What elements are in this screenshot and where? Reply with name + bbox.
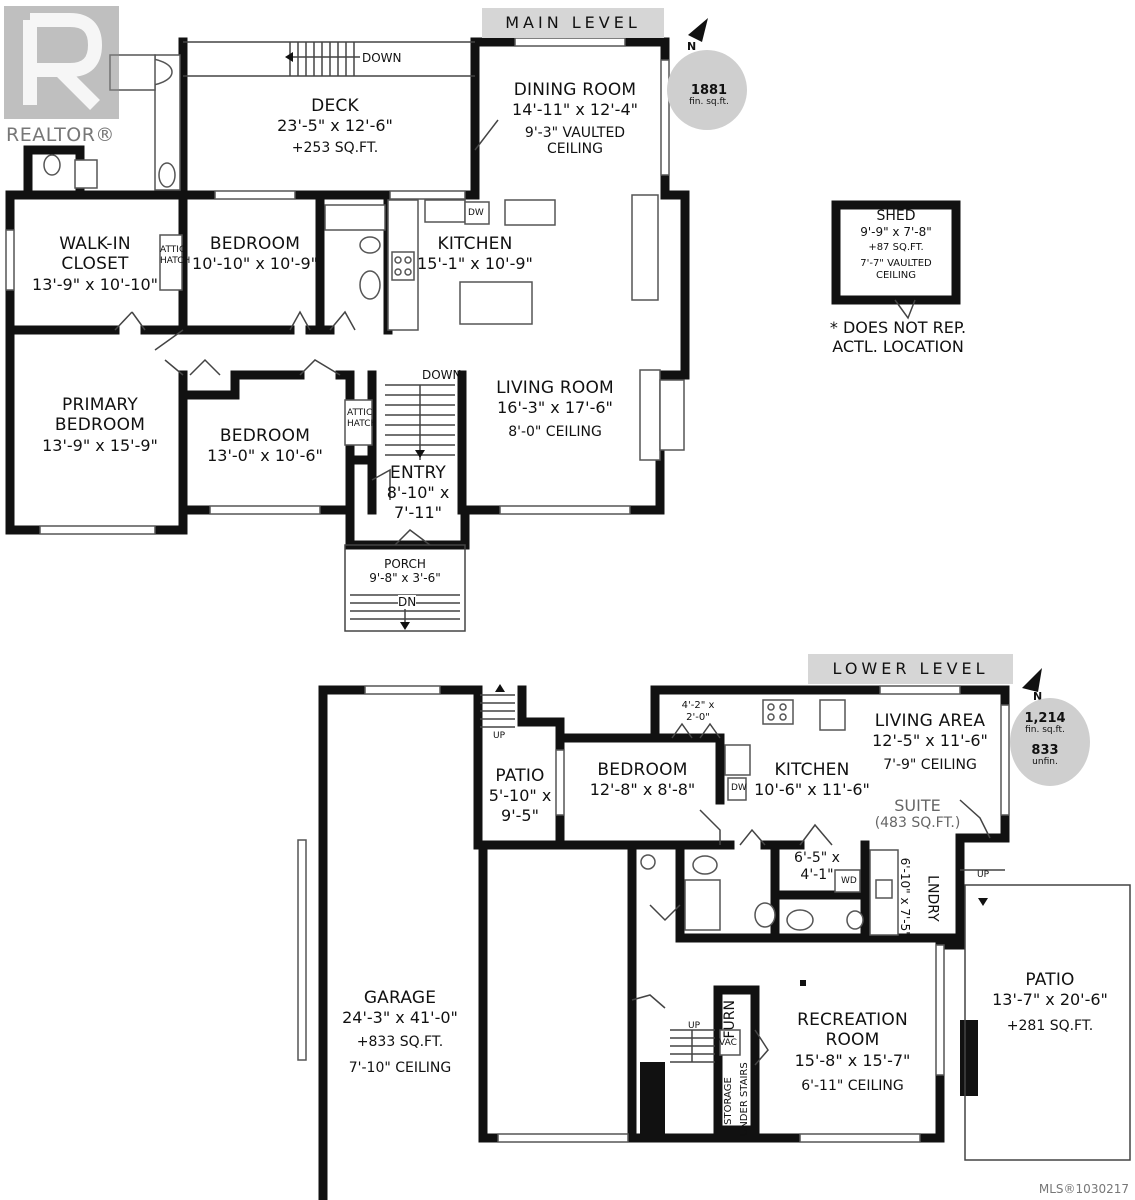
exterior-stair-label: UP	[977, 870, 990, 880]
kitchen-label: KITCHEN 15'-1" x 10'-9"	[417, 234, 533, 274]
living-room-label: LIVING ROOM 16'-3" x 17'-6" 8'-0" CEILIN…	[496, 378, 614, 440]
furnace-label: FURN	[722, 1000, 738, 1039]
patio-1-label: PATIO 5'-10" x 9'-5"	[488, 766, 552, 825]
walk-in-closet-label: WALK-IN CLOSET 13'-9" x 10'-10"	[32, 234, 158, 294]
lower-kitchen-label: KITCHEN 10'-6" x 11'-6"	[754, 760, 870, 800]
lower-bath-label: 6'-5" x 4'-1"	[794, 850, 840, 883]
lower-area-fin-value: 1,214	[1024, 711, 1066, 726]
main-dishwasher-label: DW	[468, 208, 484, 218]
laundry-label: LNDRY 6'-10" x 7'-5"	[898, 857, 941, 937]
porch-stair-label: DN	[398, 595, 417, 610]
shed-outline	[831, 200, 961, 305]
lower-bedroom-label: BEDROOM 12'-8" x 8'-8"	[589, 760, 696, 800]
vacuum-label: VAC	[719, 1038, 737, 1048]
garage-label: GARAGE 24'-3" x 41'-0" +833 SQ.FT. 7'-10…	[342, 988, 458, 1077]
main-area-unit: fin. sq.ft.	[689, 97, 729, 108]
lower-area-unfin-unit: unfin.	[1032, 757, 1058, 768]
entry-label: ENTRY 8'-10" x 7'-11"	[386, 463, 450, 522]
realtor-logo-text: REALTOR®	[6, 124, 115, 146]
lower-area-unfin-value: 833	[1031, 743, 1059, 759]
main-area-badge: 1881 fin. sq.ft.	[667, 50, 747, 130]
mls-number: MLS®1030217	[1038, 1182, 1129, 1196]
lower-area-badge: 1,214 fin. sq.ft. 833 unfin.	[1010, 698, 1090, 786]
main-level-details	[5, 37, 685, 632]
washer-dryer-label: WD	[841, 876, 857, 886]
recreation-room-label: RECREATION ROOM 15'-8" x 15'-7" 6'-11" C…	[794, 1010, 911, 1094]
bedroom-1-label: BEDROOM 10'-10" x 10'-9"	[192, 234, 318, 274]
lower-compass-n: N	[1033, 690, 1043, 703]
storage-label: STORAGE UNDER STAIRS	[723, 1062, 750, 1136]
dining-room-label: DINING ROOM 14'-11" x 12'-4" 9'-3" VAULT…	[512, 80, 638, 158]
attic-hatch-2-label: ATTIC HATCH	[347, 408, 378, 429]
deck-label: DECK 23'-5" x 12'-6" +253 SQ.FT.	[277, 96, 393, 156]
lower-closet-label: 4'-2" x 2'-0"	[681, 700, 715, 723]
shed-label: SHED 9'-9" x 7'-8" +87 SQ.FT. 7'-7" VAUL…	[860, 208, 932, 282]
primary-bedroom-label: PRIMARY BEDROOM 13'-9" x 15'-9"	[42, 395, 158, 455]
interior-stair-label: UP	[688, 1021, 701, 1031]
attic-hatch-1-label: ATTIC HATCH	[160, 245, 191, 266]
lower-dishwasher-label: DW	[731, 783, 747, 793]
lower-level-banner: LOWER LEVEL	[808, 654, 1013, 684]
lower-level-walls	[318, 685, 1010, 1200]
main-level-banner: MAIN LEVEL	[482, 8, 664, 38]
suite-label: SUITE (483 SQ.FT.)	[874, 796, 961, 832]
patio-2-label: PATIO 13'-7" x 20'-6" +281 SQ.FT.	[992, 970, 1108, 1034]
porch-label: PORCH 9'-8" x 3'-6"	[369, 557, 441, 586]
realtor-logo-icon	[4, 6, 119, 119]
main-stair-down-label: DOWN	[422, 368, 462, 382]
main-compass-n: N	[687, 40, 697, 53]
main-north-arrow-icon	[688, 18, 708, 42]
bedroom-2-label: BEDROOM 13'-0" x 10'-6"	[207, 426, 323, 466]
lower-north-arrow-icon	[1022, 668, 1042, 692]
main-area-value: 1881	[690, 83, 728, 98]
deck-stair-label: DOWN	[362, 51, 402, 65]
living-area-label: LIVING AREA 12'-5" x 11'-6" 7'-9" CEILIN…	[872, 711, 988, 773]
lower-level-details	[297, 684, 1131, 1161]
shed-disclaimer: * DOES NOT REP. ACTL. LOCATION	[829, 318, 967, 357]
lower-area-fin-unit: fin. sq.ft.	[1025, 725, 1065, 736]
patio-1-stair-label: UP	[493, 731, 506, 741]
